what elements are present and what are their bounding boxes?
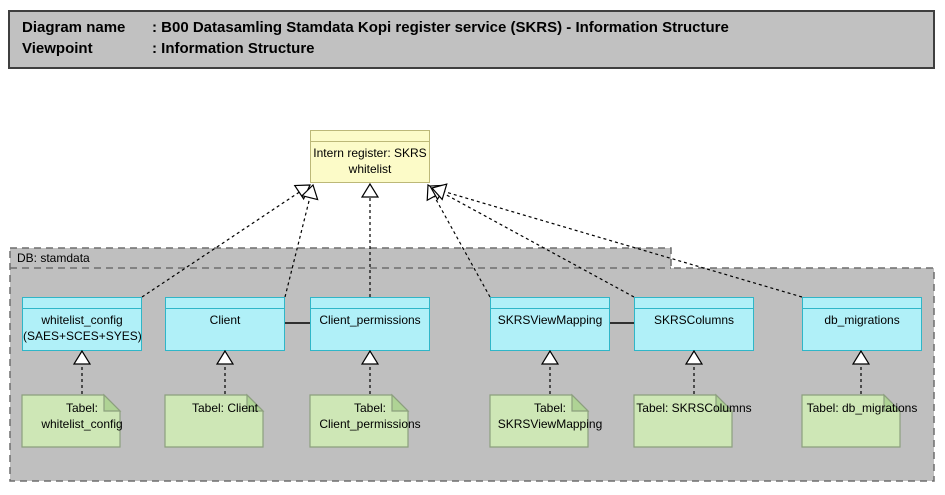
- note-fold-icon: [391, 393, 410, 412]
- node-label: SKRSColumns: [653, 313, 735, 327]
- note-fold-icon: [103, 393, 122, 412]
- note-shape-skrsviewmapping: [489, 394, 589, 448]
- note-tabel-skrscolumns: Tabel: SKRSColumns: [636, 401, 752, 415]
- header-row-value: : Information Structure: [152, 40, 315, 57]
- node-skrscolumns: SKRSColumns: [634, 297, 754, 351]
- node-label: db_migrations: [824, 313, 900, 327]
- node-name-compartment: [311, 298, 429, 309]
- db-stamdata-container-label: DB: stamdata: [17, 251, 90, 265]
- node-label: Intern register: SKRS whitelist: [313, 146, 427, 176]
- note-tabel-client-permissions: Tabel: Client_permissions: [319, 401, 421, 431]
- note-shape-db-migrations: [801, 394, 901, 448]
- node-intern-register-skrs-whitelist: Intern register: SKRS whitelist: [310, 130, 430, 183]
- node-label: SKRSViewMapping: [497, 313, 603, 327]
- node-whitelist-config: whitelist_config (SAES+SCES+SYES): [22, 297, 142, 351]
- node-label: whitelist_config (SAES+SCES+SYES): [23, 313, 142, 343]
- header-row: Diagram name : B00 Datasamling Stamdata …: [22, 17, 933, 38]
- db-stamdata-container-shape: [9, 247, 935, 482]
- note-fold-icon: [883, 393, 902, 412]
- node-label: Client_permissions: [319, 313, 421, 327]
- diagram-header: Diagram name : B00 Datasamling Stamdata …: [8, 10, 935, 69]
- note-shape-skrscolumns: [633, 394, 733, 448]
- header-row-label: Viewpoint: [22, 40, 93, 57]
- note-shape-whitelist-config: [21, 394, 121, 448]
- note-shape-client: [164, 394, 264, 448]
- header-row: Viewpoint : Information Structure: [22, 38, 933, 59]
- node-label: Client: [209, 313, 241, 327]
- note-fold-icon: [715, 393, 734, 412]
- node-client-permissions: Client_permissions: [310, 297, 430, 351]
- node-name-compartment: [491, 298, 609, 309]
- note-fold-icon: [246, 393, 265, 412]
- note-tabel-skrsviewmapping: Tabel: SKRSViewMapping: [497, 401, 603, 431]
- node-client: Client: [165, 297, 285, 351]
- note-fold-icon: [571, 393, 590, 412]
- node-skrsviewmapping: SKRSViewMapping: [490, 297, 610, 351]
- node-name-compartment: [803, 298, 921, 309]
- note-tabel-whitelist-config: Tabel: whitelist_config: [41, 401, 123, 431]
- note-tabel-client: Tabel: Client: [191, 401, 259, 415]
- note-tabel-db-migrations: Tabel: db_migrations: [806, 401, 918, 415]
- node-name-compartment: [166, 298, 284, 309]
- header-row-value: : B00 Datasamling Stamdata Kopi register…: [152, 19, 729, 36]
- header-row-label: Diagram name: [22, 19, 126, 36]
- node-name-compartment: [635, 298, 753, 309]
- node-name-compartment: [23, 298, 141, 309]
- node-name-compartment: [311, 131, 429, 142]
- node-db-migrations: db_migrations: [802, 297, 922, 351]
- note-shapes: [21, 393, 902, 448]
- note-shape-client-permissions: [309, 394, 409, 448]
